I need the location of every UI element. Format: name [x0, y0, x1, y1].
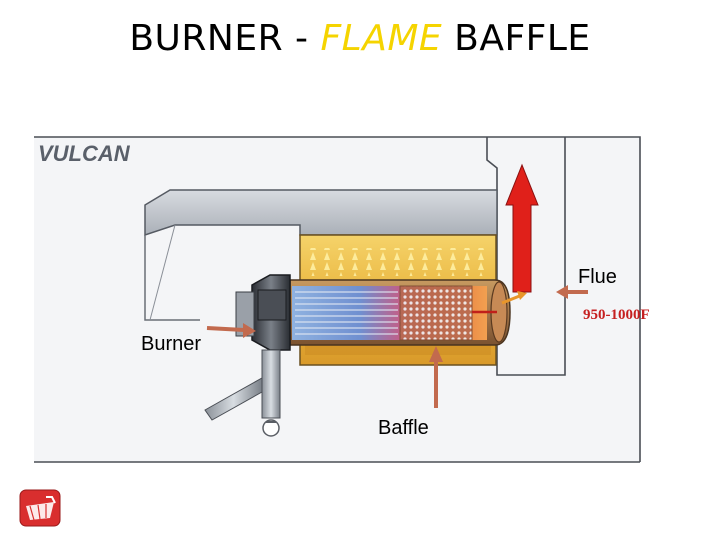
- front-panel-line: [144, 235, 200, 321]
- flame-pattern-top: [305, 248, 491, 276]
- exhaust-small-arrow: [501, 293, 523, 305]
- burner-label: Burner: [141, 333, 202, 355]
- flue-label: Flue: [578, 266, 617, 288]
- gas-pipe-diagonal: [204, 377, 263, 421]
- burner-fins: [295, 291, 398, 335]
- flue-exhaust-arrow: [505, 163, 539, 293]
- baffle-label: Baffle: [378, 417, 429, 439]
- flue-temperature-label: 950-1000F: [583, 307, 650, 323]
- title-part-burner: BURNER -: [129, 18, 321, 59]
- cabinet-outline: [34, 136, 641, 463]
- shopping-basket-icon: [19, 489, 61, 527]
- title-part-flame: FLAME: [320, 18, 443, 59]
- flue-pointer-arrow: [556, 285, 588, 299]
- flame-baffle-mesh: [399, 285, 473, 341]
- gas-valve-knob: [262, 419, 280, 437]
- vulcan-logo: VULCAN: [38, 141, 131, 166]
- baffle-pointer-arrow: [429, 346, 443, 408]
- front-panel-diagonal: [149, 224, 176, 321]
- burner-pointer-arrow: [206, 323, 256, 338]
- burner-head-inner: [257, 289, 287, 321]
- slide-title: BURNER - FLAME BAFFLE: [0, 18, 720, 59]
- title-part-baffle: BAFFLE: [442, 18, 591, 59]
- gas-pipe-vertical: [261, 349, 281, 419]
